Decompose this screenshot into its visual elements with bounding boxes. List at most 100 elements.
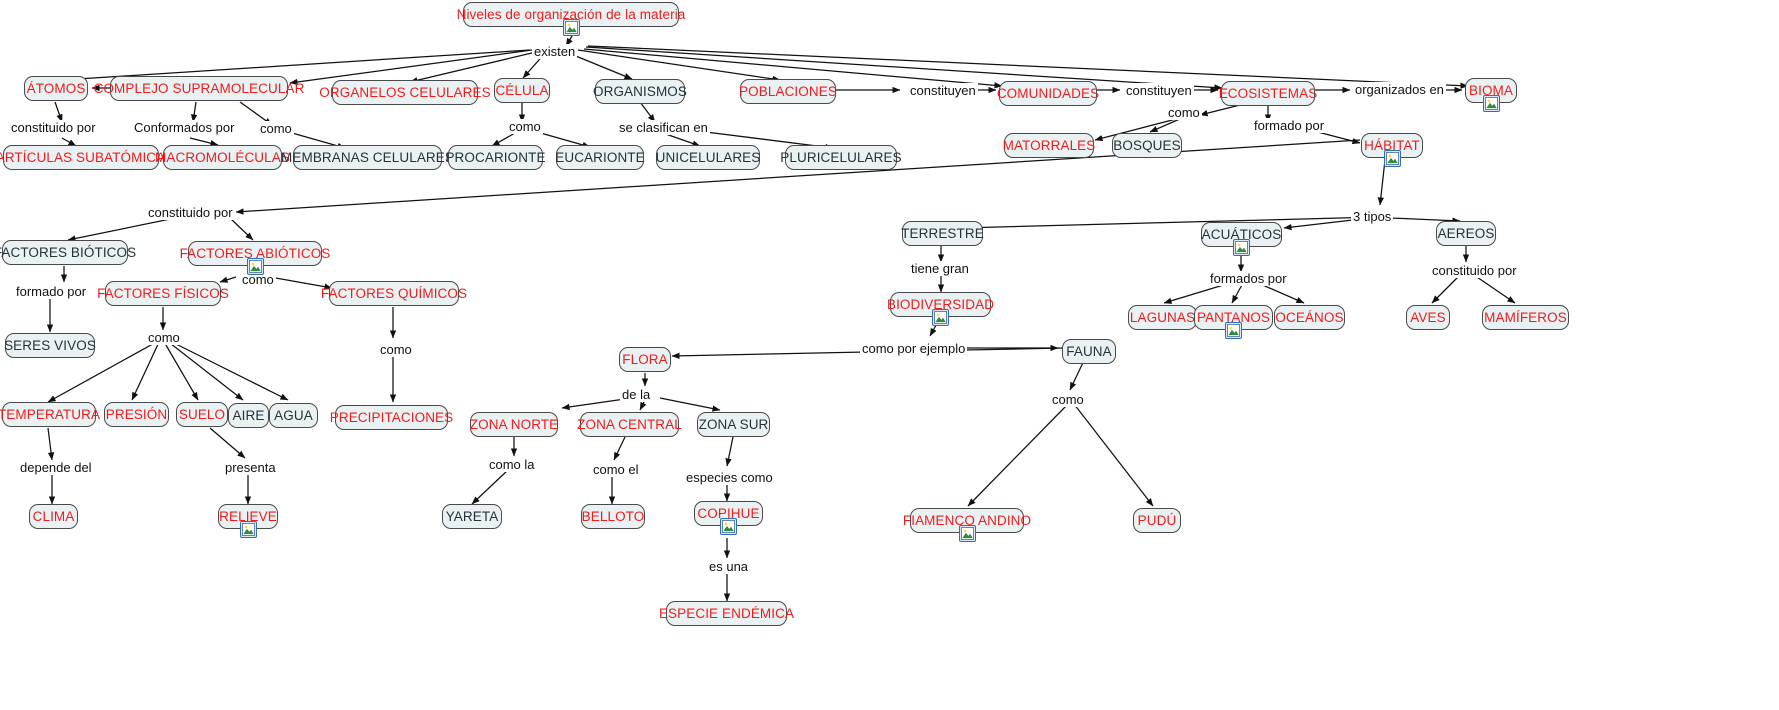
image-attachment-icon[interactable] [239, 521, 257, 538]
linking-phrase[interactable]: como la [487, 457, 537, 472]
edge-connector [167, 339, 289, 401]
linking-phrase[interactable]: como [1166, 105, 1202, 120]
concept-node[interactable]: PROCARIONTE [445, 145, 545, 170]
concept-node[interactable]: PRECIPITACIONES [330, 405, 453, 430]
edge-connector [967, 403, 1069, 507]
linking-phrase[interactable]: tiene gran [909, 261, 971, 276]
concept-node[interactable]: BELLOTO [581, 504, 645, 529]
concept-node[interactable]: UNICELULARES [656, 145, 760, 170]
image-attachment-icon[interactable] [932, 309, 949, 326]
concept-node[interactable]: TERRESTRE [901, 221, 984, 246]
concept-node[interactable]: ÁTOMOS [24, 76, 88, 101]
concept-node[interactable]: CÉLULA [494, 78, 550, 103]
image-attachment-icon[interactable] [958, 525, 976, 542]
concept-node[interactable]: FACTORES FÍSICOS [97, 281, 229, 306]
image-attachment-icon[interactable] [720, 518, 737, 535]
linking-phrase[interactable]: constituyen [908, 83, 978, 98]
concept-node[interactable]: FLORA [619, 347, 671, 372]
concept-node[interactable]: MEMBRANAS CELULARES [281, 145, 454, 170]
linking-phrase[interactable]: como [507, 119, 543, 134]
edge-connector [659, 397, 721, 412]
concept-node[interactable]: COMPLEJO SUPRAMOLECULAR [94, 76, 304, 101]
image-attachment-icon[interactable] [1233, 239, 1250, 256]
edge-connector [1199, 104, 1241, 117]
image-attachment-icon[interactable] [562, 19, 580, 36]
linking-phrase[interactable]: especies como [684, 470, 775, 485]
concept-node[interactable]: PUDÚ [1133, 508, 1181, 533]
linking-phrase[interactable]: 3 tipos [1351, 209, 1394, 224]
concept-node[interactable]: PARTÍCULAS SUBATÓMICAS [0, 145, 174, 170]
linking-phrase[interactable]: como el [591, 462, 641, 477]
linking-phrase[interactable]: como por ejemplo [860, 341, 968, 356]
concept-node[interactable]: PRESIÓN [104, 402, 169, 427]
concept-node[interactable]: AVES [1406, 305, 1450, 330]
edge-connector [1163, 282, 1231, 304]
concept-node[interactable]: MATORRALES [1003, 133, 1095, 158]
edge-connector [189, 137, 219, 147]
linking-phrase[interactable]: como [1050, 392, 1086, 407]
linking-phrase[interactable]: como [240, 272, 276, 287]
concept-node[interactable]: CLIMA [29, 504, 78, 529]
concept-node[interactable]: POBLACIONES [739, 79, 837, 104]
image-attachment-icon[interactable] [1225, 322, 1242, 339]
linking-phrase[interactable]: formados por [1208, 271, 1289, 286]
edge-connector [471, 469, 509, 505]
linking-phrase[interactable]: es una [707, 559, 751, 574]
concept-node[interactable]: SERES VIVOS [4, 333, 96, 358]
concept-node[interactable]: FACTORES ABIÓTICOS [180, 241, 330, 266]
edge-connector [959, 216, 1379, 231]
linking-phrase[interactable]: Conformados por [132, 120, 237, 135]
concept-node[interactable]: FAUNA [1062, 339, 1116, 364]
edge-connector [162, 339, 199, 401]
concept-node[interactable]: YARETA [442, 504, 502, 529]
concept-node[interactable]: MACROMOLÉCULAS [155, 145, 290, 170]
concept-node[interactable]: AIRE [228, 403, 269, 428]
linking-phrase[interactable]: como [378, 342, 414, 357]
edge-connector [219, 276, 237, 283]
concept-node[interactable]: EUCARIONTE [555, 145, 645, 170]
concept-node[interactable]: LAGUNAS [1128, 305, 1197, 330]
concept-node[interactable]: ZONA SUR [697, 412, 770, 437]
concept-node[interactable]: PLURICELULARES [780, 145, 902, 170]
concept-node[interactable]: OCEÁNOS [1274, 305, 1345, 330]
image-attachment-icon[interactable] [246, 258, 264, 275]
concept-node[interactable]: ECOSISTEMAS [1219, 81, 1317, 106]
linking-phrase[interactable]: presenta [223, 460, 278, 475]
concept-node[interactable]: BIOMA [1465, 78, 1517, 103]
image-attachment-icon[interactable] [1482, 95, 1500, 112]
linking-phrase[interactable]: constituido por [1430, 263, 1519, 278]
linking-phrase[interactable]: constituido por [9, 120, 98, 135]
linking-phrase[interactable]: como [258, 121, 294, 136]
edge-connector [577, 49, 781, 83]
linking-phrase[interactable]: depende del [18, 460, 94, 475]
linking-phrase[interactable]: constituido por [146, 205, 235, 220]
image-attachment-icon[interactable] [1383, 150, 1401, 167]
concept-node[interactable]: ZONA CENTRAL [577, 412, 682, 437]
concept-node[interactable]: BOSQUES [1112, 133, 1182, 158]
linking-phrase[interactable]: de la [620, 387, 653, 402]
linking-phrase[interactable]: organizados en [1353, 82, 1446, 97]
concept-node[interactable]: FIAMENCO ANDINO [903, 508, 1031, 533]
concept-node[interactable]: ORGANELOS CELULARES [319, 80, 491, 105]
linking-phrase[interactable]: formado por [1252, 118, 1327, 133]
edge-connector [54, 101, 63, 123]
concept-node[interactable]: TEMPERATURA [0, 402, 100, 427]
concept-node[interactable]: ZONA NORTE [470, 412, 558, 437]
concept-node[interactable]: SUELO [176, 402, 228, 427]
concept-node[interactable]: AEREOS [1436, 221, 1496, 246]
concept-node[interactable]: BIODIVERSIDAD [887, 292, 994, 317]
linking-phrase[interactable]: existen [532, 44, 578, 59]
concept-node[interactable]: MAMÍFEROS [1482, 305, 1569, 330]
linking-phrase[interactable]: como [146, 330, 182, 345]
linking-phrase[interactable]: constituyen [1124, 83, 1194, 98]
concept-node[interactable]: AGUA [269, 403, 318, 428]
linking-phrase[interactable]: formado por [14, 284, 89, 299]
concept-node[interactable]: ESPECIE ENDÉMICA [659, 601, 794, 626]
concept-node[interactable]: HÁBITAT [1361, 133, 1423, 158]
concept-node[interactable]: COMUNIDADES [997, 81, 1099, 106]
concept-node[interactable]: FACTORES BIÓTICOS [0, 240, 136, 265]
concept-node[interactable]: ORGANISMOS [593, 79, 687, 104]
linking-phrase[interactable]: se clasifican en [617, 120, 710, 135]
concept-node[interactable]: FACTORES QUÍMICOS [321, 281, 467, 306]
